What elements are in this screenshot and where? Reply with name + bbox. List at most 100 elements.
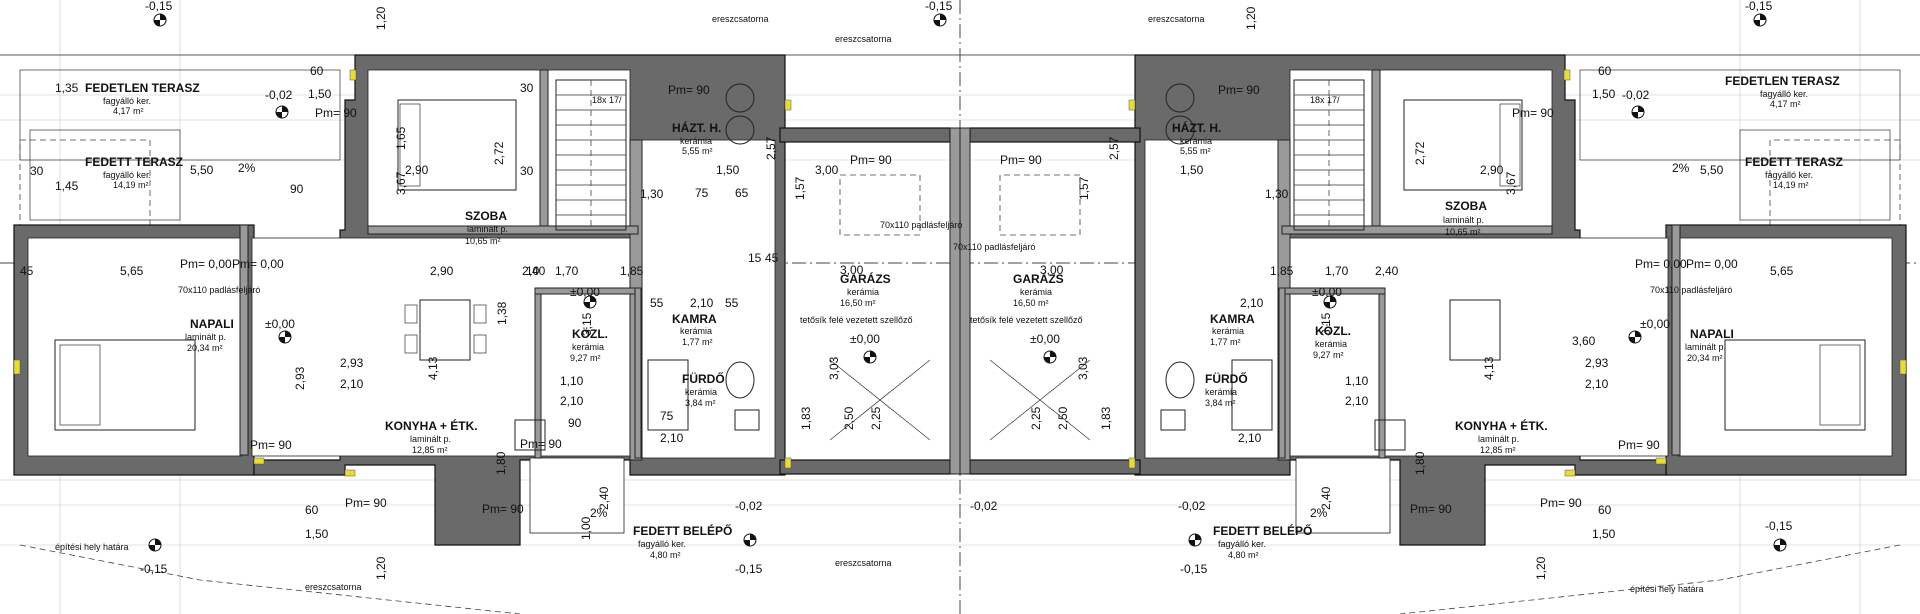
room-area: 4,80 m² [1228,550,1259,560]
level-label: Pm= 90 [1410,502,1452,516]
dim-label: 1,00 [579,516,593,540]
dim-label: 2,10 [1238,431,1262,445]
dim-label: 2,10 [560,394,584,408]
room-name: FEDETT TERASZ [1745,155,1843,169]
room-name: NAPALI [190,317,234,331]
gutter-note: ereszcsatorna [835,34,892,44]
level-label: -0,15 [1765,519,1793,533]
room-material: laminált p. [1443,215,1484,225]
level-label: Pm= 90 [1540,496,1582,510]
dim-label: 3,60 [1572,334,1596,348]
room-material: kerámia [1205,387,1237,397]
dim-label: 1,83 [799,406,813,430]
dim-label: 1,45 [55,179,79,193]
dim-label: 2,50 [1056,406,1070,430]
vertical-dims: 1,20 2,72 3,67 1,65 2,57 1,57 3,15 1,38 … [293,6,1548,580]
level-label: Pm= 0,00 [1635,257,1687,271]
room-area: 5,55 m² [1180,146,1211,156]
dim-label: 60 [1598,64,1612,78]
level-label: Pm= 0,00 [1686,257,1738,271]
dim-label: 5,50 [190,163,214,177]
dim-label: 1,50 [716,163,740,177]
dim-label: 60 [1598,503,1612,517]
dim-label: 2,25 [1029,406,1043,430]
level-label: -0,02 [265,88,293,102]
room-material: kerámia [680,326,712,336]
room-name: KONYHA + ÉTK. [385,418,478,433]
dim-label: 2,57 [1107,136,1121,160]
dim-label: 2,72 [1413,141,1427,165]
level-label: ±0,00 [850,332,880,346]
room-area: 9,27 m² [570,353,601,363]
dim-label: 1,70 [555,264,579,278]
room-area: 3,84 m² [685,398,716,408]
dim-label: 30 [30,164,44,178]
dim-label: 75 [660,409,674,423]
room-area: 10,65 m² [1445,227,1481,237]
dim-label: 1,20 [374,6,388,30]
site-boundary-note: építési hely határa [55,542,129,552]
level-label: ±0,00 [1030,332,1060,346]
room-name: HÁZT. H. [1172,120,1221,135]
level-label: -0,02 [1622,88,1650,102]
dim-label: 90 [568,416,582,430]
room-name: KONYHA + ÉTK. [1455,418,1548,433]
room-area: 5,55 m² [682,146,713,156]
dim-label: 3,67 [1504,171,1518,195]
room-name: FEDETT BELÉPŐ [1213,523,1312,538]
dim-label: 45 [20,264,34,278]
level-label: -0,15 [925,0,953,13]
room-name: FÜRDŐ [682,371,725,386]
dim-label: 2,50 [842,406,856,430]
dim-label: 2,10 [1585,377,1609,391]
dim-label: 1,50 [1592,87,1616,101]
room-material: laminált p. [410,434,451,444]
level-label: Pm= 0,00 [180,257,232,271]
dim-label: 55 [725,296,739,310]
room-name: KAMRA [672,312,717,326]
room-area: 14,19 m² [1773,180,1809,190]
room-name: FÜRDŐ [1205,371,1248,386]
level-label: -0,02 [735,499,763,513]
dim-label: 5,50 [1700,163,1724,177]
dim-label: 30 [520,164,534,178]
level-label: Pm= 90 [345,496,387,510]
dim-label: 60 [310,64,324,78]
level-label: -0,15 [1180,562,1208,576]
level-label: -0,15 [1745,0,1773,13]
room-material: kerámia [1180,136,1212,146]
dim-label: 2,93 [1585,356,1609,370]
dim-label: 75 [695,186,709,200]
attic-access-note: 70x110 padlásfeljáró [880,220,962,230]
dim-label: 1,57 [1077,176,1091,200]
dim-label: 2,57 [764,136,778,160]
level-label: Pm= 90 [1000,153,1042,167]
dim-label: 1,10 [1345,374,1369,388]
room-material: fagyálló ker. [103,96,151,106]
room-name: KAMRA [1210,312,1255,326]
dim-label: 2% [1672,161,1690,175]
dim-label: 1,50 [1180,163,1204,177]
vent-note: tetősík felé vezetett szellőző [800,315,913,325]
dim-label: 2% [238,161,256,175]
labels: FEDETLEN TERASZ fagyálló ker. 4,17 m² FE… [20,0,1843,594]
attic-access-note: 70x110 padlásfeljáró [1650,285,1732,295]
dim-label: 3,67 [394,171,408,195]
dim-label: 2% [1310,506,1328,520]
level-label: Pm= 90 [482,502,524,516]
dim-label: 1,20 [1244,6,1258,30]
dim-label: 2,25 [869,406,883,430]
dim-label: 1,80 [494,451,508,475]
level-label: ±0,00 [570,285,600,299]
level-label: Pm= 90 [668,83,710,97]
level-label: ±0,00 [1640,317,1670,331]
level-label: -0,02 [970,499,998,513]
dim-label: 55 [650,296,664,310]
stair-note: 18x 17/ [592,95,622,105]
level-label: -0,02 [1178,499,1206,513]
level-label: Pm= 90 [315,106,357,120]
dim-label: 1,38 [495,301,509,325]
level-label: Pm= 90 [250,438,292,452]
dim-label: 3,00 [840,263,864,277]
room-material: kerámia [1020,287,1052,297]
